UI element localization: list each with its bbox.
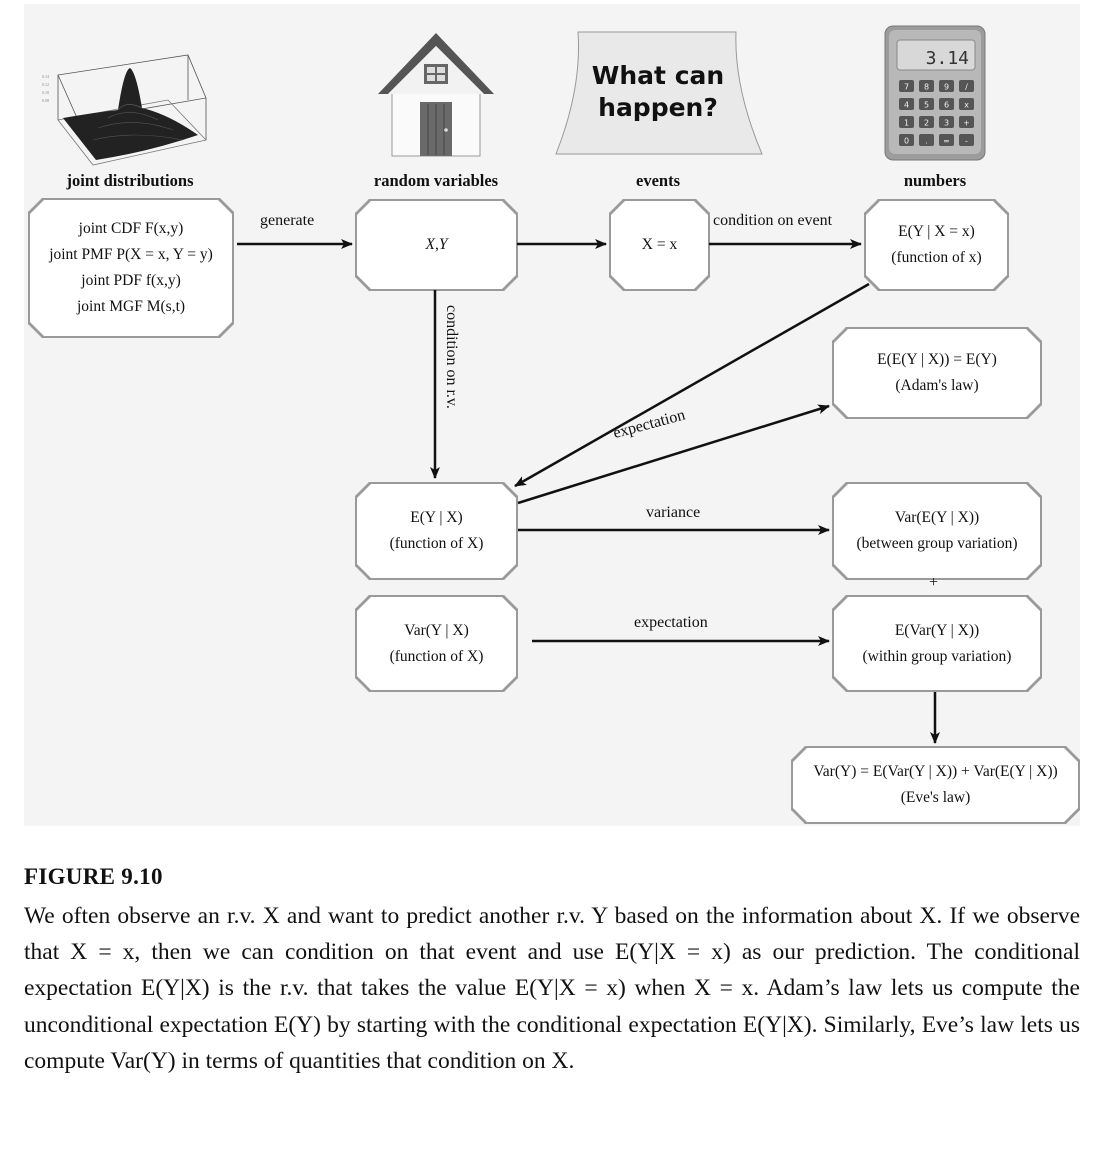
- calculator-key: [959, 80, 974, 92]
- node-eves-law-line: Var(Y) = E(Var(Y | X)) + Var(E(Y | X)): [813, 763, 1058, 780]
- calculator-key: [939, 98, 954, 110]
- calculator-key-label: 4: [904, 101, 909, 110]
- header-joint-distributions: joint distributions: [66, 171, 194, 190]
- node-conditional-expectation-X-line: E(Y | X): [410, 509, 463, 526]
- node-conditional-expectation-x-body: E(Y | X = x) (function of x): [866, 201, 1007, 289]
- node-joint-distributions-line: joint CDF F(x,y): [78, 220, 184, 237]
- node-event: X = x: [609, 199, 710, 291]
- node-joint-distributions: joint CDF F(x,y) joint PMF P(X = x, Y = y…: [28, 198, 234, 338]
- node-within-group-variation-line: (within group variation): [862, 647, 1012, 665]
- calculator-key: [899, 134, 914, 146]
- node-event-line: X = x: [641, 236, 678, 253]
- sign-line-2: happen?: [598, 93, 718, 122]
- calculator-key-label: 7: [904, 83, 909, 92]
- calculator-icon: 3.14 7 8 9 / 4 5 6 x 1 2 3 +0. = -: [884, 25, 986, 161]
- edge-function-to-rv: [514, 282, 870, 488]
- node-joint-distributions-line: joint PDF f(x,y): [81, 272, 181, 289]
- calculator-key-label: /: [965, 83, 968, 92]
- edge-label-generate: generate: [260, 212, 315, 229]
- svg-text:0.08: 0.08: [42, 98, 49, 103]
- node-eves-law-line: (Eve's law): [900, 789, 971, 806]
- node-within-group-variation-body: E(Var(Y | X)) (within group variation): [834, 597, 1040, 690]
- header-events: events: [636, 171, 680, 190]
- calculator-key-label: 5: [924, 101, 929, 110]
- svg-text:0.12: 0.12: [42, 82, 49, 87]
- calculator-key-label: .: [925, 137, 928, 146]
- node-adams-law-line: (Adam's law): [895, 377, 979, 394]
- node-adams-law: E(E(Y | X)) = E(Y) (Adam's law): [832, 327, 1042, 419]
- node-joint-distributions-body: joint CDF F(x,y) joint PMF P(X = x, Y = y…: [30, 200, 232, 336]
- node-adams-law-body: E(E(Y | X)) = E(Y) (Adam's law): [834, 329, 1040, 417]
- calculator-key: [919, 134, 934, 146]
- calculator-key-label: x: [964, 101, 969, 110]
- calculator-key: [939, 134, 954, 146]
- calculator-display: 3.14: [926, 48, 969, 69]
- calculator-key-label: -: [965, 137, 968, 146]
- calculator-key: [919, 80, 934, 92]
- calculator-key: [919, 116, 934, 128]
- node-conditional-expectation-X-line: (function of X): [389, 535, 484, 552]
- edge-expectation-adam: [517, 404, 830, 505]
- header-random-variables: random variables: [373, 171, 499, 190]
- node-joint-distributions-line: joint PMF P(X = x, Y = y): [49, 246, 213, 263]
- node-conditional-variance-line: (function of X): [389, 647, 484, 665]
- node-between-group-variation-line: Var(E(Y | X)): [894, 509, 980, 526]
- node-conditional-variance-line: Var(Y | X): [404, 621, 469, 639]
- node-conditional-variance-body: Var(Y | X) (function of X): [357, 597, 516, 690]
- node-between-group-variation-body: Var(E(Y | X)) (between group variation): [834, 484, 1040, 578]
- calculator-key-label: 3: [944, 119, 949, 128]
- house-icon: [378, 33, 494, 157]
- calculator-key: [899, 98, 914, 110]
- calculator-key: [939, 80, 954, 92]
- node-conditional-expectation-x-line: (function of x): [891, 249, 982, 266]
- calculator-key: [899, 116, 914, 128]
- caption-text: We often observe an r.v. X and want to p…: [24, 903, 1080, 1074]
- surface-plot-icon: 0.14 0.12 0.10 0.08: [42, 54, 207, 166]
- calculator-key-label: +: [963, 119, 970, 128]
- caption-title: FIGURE 9.10: [24, 864, 163, 889]
- node-conditional-expectation-X-body: E(Y | X) (function of X): [357, 484, 516, 578]
- node-conditional-expectation-X: E(Y | X) (function of X): [355, 482, 518, 580]
- edge-label-condition-on-rv: condition on r.v.: [443, 305, 460, 409]
- node-adams-law-line: E(E(Y | X)) = E(Y): [877, 351, 997, 368]
- plus-sign: +: [929, 574, 939, 591]
- calculator-key: [959, 116, 974, 128]
- node-eves-law: Var(Y) = E(Var(Y | X)) + Var(E(Y | X)) (E…: [791, 746, 1080, 824]
- node-conditional-expectation-x-line: E(Y | X = x): [898, 223, 975, 240]
- svg-text:0.10: 0.10: [42, 90, 49, 95]
- calculator-key: [919, 98, 934, 110]
- calculator-key-label: 1: [904, 119, 909, 128]
- node-joint-distributions-line: joint MGF M(s,t): [76, 298, 186, 315]
- calculator-key-label: 2: [924, 119, 929, 128]
- calculator-key-label: 6: [944, 101, 949, 110]
- edge-label-expectation-within: expectation: [634, 614, 708, 631]
- node-random-variables: X,Y: [355, 199, 518, 291]
- node-eves-law-body: Var(Y) = E(Var(Y | X)) + Var(E(Y | X)) (E…: [793, 748, 1078, 822]
- calculator-key-label: =: [943, 137, 950, 146]
- header-numbers: numbers: [903, 171, 967, 190]
- node-between-group-variation: Var(E(Y | X)) (between group variation): [832, 482, 1042, 580]
- calculator-key: [899, 80, 914, 92]
- edge-label-variance: variance: [646, 504, 701, 521]
- sign-icon: What can happen?: [555, 31, 763, 155]
- node-conditional-variance: Var(Y | X) (function of X): [355, 595, 518, 692]
- calculator-key-label: 9: [944, 83, 949, 92]
- node-event-body: X = x: [611, 201, 708, 289]
- calculator-key-label: 0: [904, 137, 909, 146]
- node-within-group-variation: E(Var(Y | X)) (within group variation): [832, 595, 1042, 692]
- calculator-key: [959, 98, 974, 110]
- calculator-key: [939, 116, 954, 128]
- edge-label-condition-on-event: condition on event: [713, 212, 833, 229]
- svg-text:0.14: 0.14: [42, 74, 49, 79]
- sign-line-1: What can: [592, 61, 724, 90]
- node-conditional-expectation-x: E(Y | X = x) (function of x): [864, 199, 1009, 291]
- calculator-key: [959, 134, 974, 146]
- calculator-key-label: 8: [924, 83, 929, 92]
- node-between-group-variation-line: (between group variation): [856, 535, 1018, 552]
- node-within-group-variation-line: E(Var(Y | X)): [894, 621, 980, 639]
- node-random-variables-line: X,Y: [425, 236, 448, 253]
- node-random-variables-body: X,Y: [357, 201, 516, 289]
